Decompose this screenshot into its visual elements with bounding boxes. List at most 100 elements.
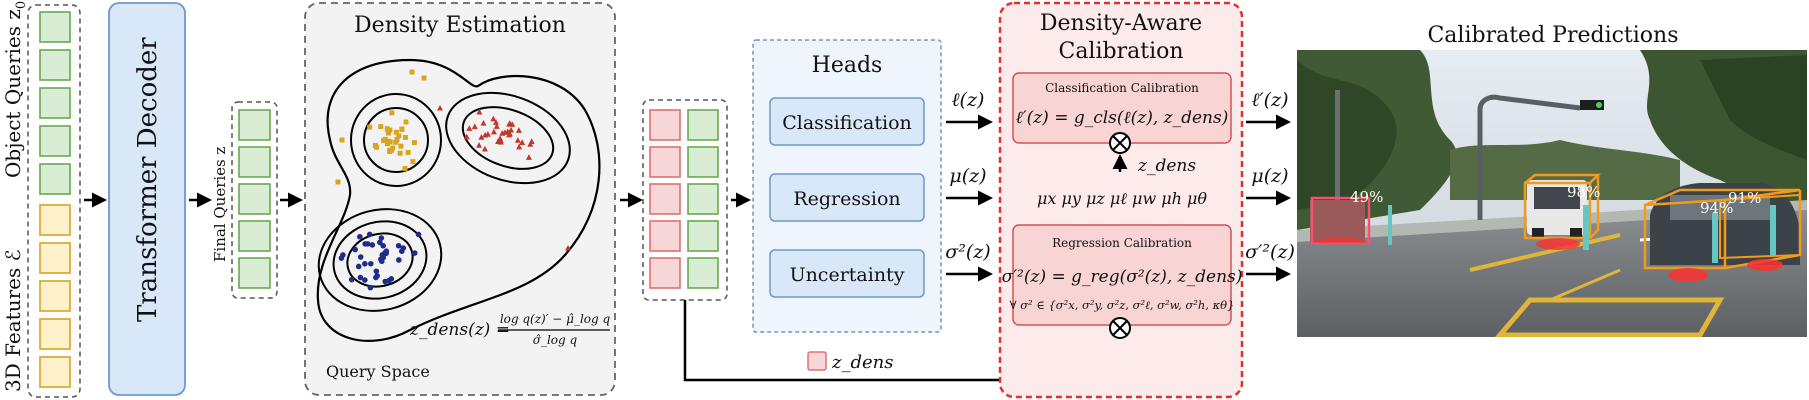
blue-cluster-point <box>378 256 384 263</box>
object-query-cell <box>39 163 71 195</box>
gold-cluster-point <box>390 145 396 151</box>
blue-cluster-point <box>364 241 371 247</box>
red-cluster-point <box>466 125 473 131</box>
density-cell <box>649 257 681 289</box>
density-cell <box>649 220 681 252</box>
otimes-bottom-icon <box>1109 317 1131 339</box>
gold-cluster-point <box>381 137 387 143</box>
red-cluster-point <box>497 135 504 141</box>
calib-title-2: Calibration <box>1058 39 1183 64</box>
red-cluster-point <box>481 145 488 152</box>
gold-cluster-point <box>398 143 404 149</box>
gold-cluster-point <box>396 133 402 139</box>
density-formula-den: σ̂_log q <box>533 333 578 347</box>
gold-cluster-contour-inner <box>363 107 429 173</box>
reg-calib-formula: σ′²(z) = g_reg(σ²(z), z_dens) <box>1002 267 1243 287</box>
predictions-title: Calibrated Predictions <box>1427 23 1678 48</box>
red-cluster-point <box>476 108 483 115</box>
red-cluster-point <box>490 115 497 122</box>
blue-cluster-contour-inner <box>346 232 414 288</box>
mu-row: μx μy μz μℓ μw μh μθ <box>1037 189 1207 208</box>
blue-cluster-point <box>340 252 346 258</box>
gold-outlier-point <box>339 137 345 143</box>
features-label: 3D Features ℰ <box>1 249 25 392</box>
gold-cluster-point <box>393 129 399 135</box>
head-out-class: ℓ(z) <box>952 89 985 111</box>
blue-cluster-point <box>355 263 362 270</box>
red-outlier-point <box>565 245 571 251</box>
feature-cell <box>39 356 71 388</box>
calibration-panel <box>998 1 1244 399</box>
blue-cluster-contour-outer <box>317 208 443 312</box>
gold-cluster-point <box>403 119 409 125</box>
reg-calib-set: ∀ σ² ∈ {σ²x, σ²y, σ²z, σ²ℓ, σ²w, σ²h, κθ… <box>1010 298 1235 312</box>
query-cell <box>687 257 719 289</box>
transformer-decoder-box <box>108 2 186 396</box>
gold-cluster-point <box>394 136 400 142</box>
final-queries-label: Final Queries z <box>211 146 229 262</box>
density-formula-num: log q(z)′ − μ̂_log q <box>500 312 611 326</box>
gold-cluster-point <box>410 159 416 165</box>
svg-text-layer: Object Queries z0 3D Features ℰ Transfor… <box>1 1 1761 392</box>
blue-cluster-point <box>400 245 407 251</box>
calib-zdens-label: z_dens <box>1137 156 1196 176</box>
gold-cluster-point <box>389 110 395 116</box>
query-cell <box>687 109 719 141</box>
head-uncertainty-box <box>769 249 925 298</box>
density-cell <box>649 146 681 178</box>
feature-cell <box>39 318 71 350</box>
decoder-label: Transformer Decoder <box>133 37 163 322</box>
zdens-legend-label: z_dens <box>831 352 894 373</box>
blue-cluster-point <box>348 276 355 283</box>
gold-cluster-point <box>367 124 373 130</box>
red-cluster-point <box>506 120 513 127</box>
head-classification-label: Classification <box>782 112 912 134</box>
gold-cluster-point <box>393 139 399 145</box>
blue-cluster-point <box>367 284 374 291</box>
gold-outlier-point <box>409 69 415 75</box>
prediction-photo <box>1297 50 1807 337</box>
otimes-top-icon <box>1109 132 1131 154</box>
final-queries-stack <box>231 101 278 299</box>
gold-cluster-point <box>411 140 417 146</box>
blue-cluster-point <box>352 246 358 253</box>
score-49: 49% <box>1350 188 1383 206</box>
gold-cluster-point <box>378 124 384 130</box>
head-uncertainty-label: Uncertainty <box>790 264 905 286</box>
query-cell <box>687 220 719 252</box>
query-space-label: Query Space <box>326 362 430 381</box>
object-query-cell <box>39 11 71 43</box>
density-cell <box>649 183 681 215</box>
zdens-legend-swatch <box>807 351 827 371</box>
feature-cell <box>39 280 71 312</box>
feature-cell <box>39 242 71 274</box>
red-cluster-point <box>515 127 522 133</box>
query-feature-column <box>27 4 81 398</box>
outer-density-contour <box>316 58 601 342</box>
cls-calib-title: Classification Calibration <box>1045 81 1199 95</box>
red-cluster-point <box>492 119 499 125</box>
density-estimation-panel <box>304 2 616 396</box>
blue-cluster-point <box>374 273 380 279</box>
blue-cluster-point <box>377 239 383 246</box>
density-formula-lhs: z_dens(z) = <box>409 320 510 340</box>
query-cell <box>687 183 719 215</box>
gold-cluster-point <box>402 165 408 171</box>
density-annotated-queries <box>642 99 728 301</box>
head-out-sigma: σ²(z) <box>945 241 990 263</box>
calib-out-class: ℓ′(z) <box>1251 89 1288 111</box>
gold-cluster-contour-outer <box>350 93 442 187</box>
blue-cluster-point <box>415 231 422 238</box>
red-cluster-point <box>519 139 526 145</box>
heads-panel <box>752 39 942 333</box>
blue-cluster-point <box>369 242 376 248</box>
query-cell <box>687 146 719 178</box>
blue-cluster-point <box>368 260 374 267</box>
red-cluster-contour-outer <box>445 91 571 185</box>
heads-title: Heads <box>812 53 883 78</box>
red-cluster-point <box>528 138 535 144</box>
score-98: 98% <box>1567 183 1600 201</box>
blue-cluster-point <box>357 274 364 281</box>
blue-cluster-point <box>378 235 385 241</box>
